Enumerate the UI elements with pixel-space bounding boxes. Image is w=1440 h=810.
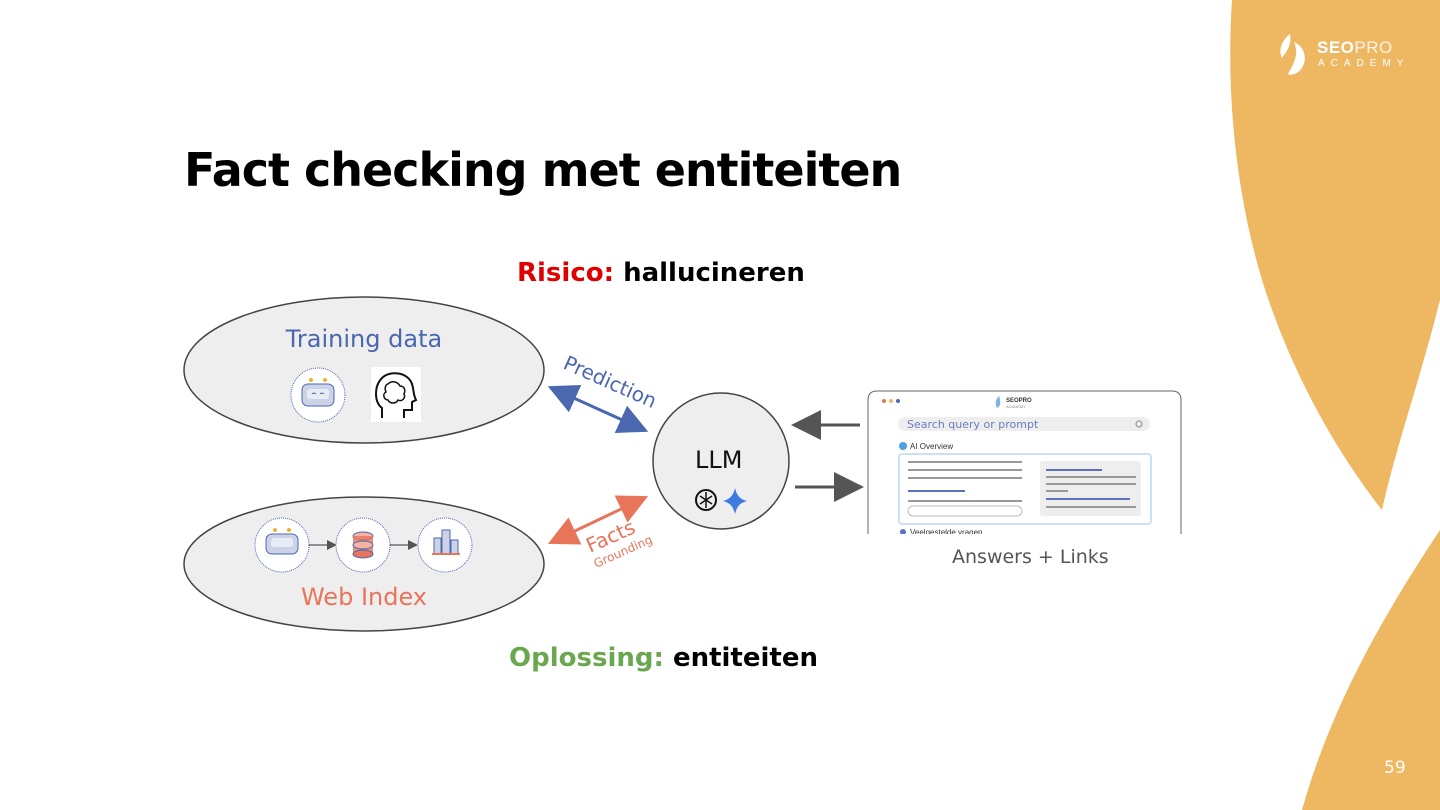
facts-arrow [547, 495, 649, 545]
logo-brand-light: PRO [1354, 38, 1393, 57]
seopro-logo-icon [1280, 34, 1305, 75]
prediction-arrow [547, 384, 649, 434]
gemini-sparkle-icon [723, 488, 747, 514]
mockup-search-placeholder: Search query or prompt [907, 418, 1039, 431]
risk-callout: Risico: hallucineren [517, 258, 805, 288]
training-data-title: Training data [285, 325, 443, 353]
llm-label: LLM [695, 446, 743, 474]
web-index-title: Web Index [300, 583, 428, 611]
mockup-faq: Veelgestelde vragen [910, 528, 983, 537]
search-results-mockup [867, 390, 1182, 535]
brain-head-icon [371, 367, 421, 422]
solution-callout: Oplossing: entiteiten [509, 643, 818, 673]
robot-icon [290, 367, 346, 423]
training-data-ellipse [183, 296, 545, 444]
risk-text: hallucineren [623, 258, 805, 288]
robot-icon [254, 517, 310, 573]
mockup-logo-sub: ACADEMY [1006, 404, 1026, 409]
mockup-ai-overview: AI Overview [910, 442, 953, 451]
llm-circle [652, 392, 790, 530]
logo-brand-bold: SEO [1317, 38, 1355, 57]
solution-text: entiteiten [672, 643, 818, 673]
buildings-icon [417, 517, 473, 573]
page-number: 59 [1384, 758, 1406, 778]
logo-subtitle: ACADEMY [1318, 58, 1410, 69]
answers-links-label: Answers + Links [952, 546, 1109, 568]
risk-label: Risico: [517, 258, 614, 288]
slide-title: Fact checking met entiteiten [184, 143, 902, 197]
logo-wordmark: SEOPRO [1317, 38, 1393, 58]
database-icon [335, 517, 391, 573]
mockup-logo: SEOPRO [1006, 398, 1032, 404]
solution-label: Oplossing: [509, 643, 664, 673]
prediction-label: Prediction [560, 351, 661, 413]
openai-icon [695, 489, 717, 511]
